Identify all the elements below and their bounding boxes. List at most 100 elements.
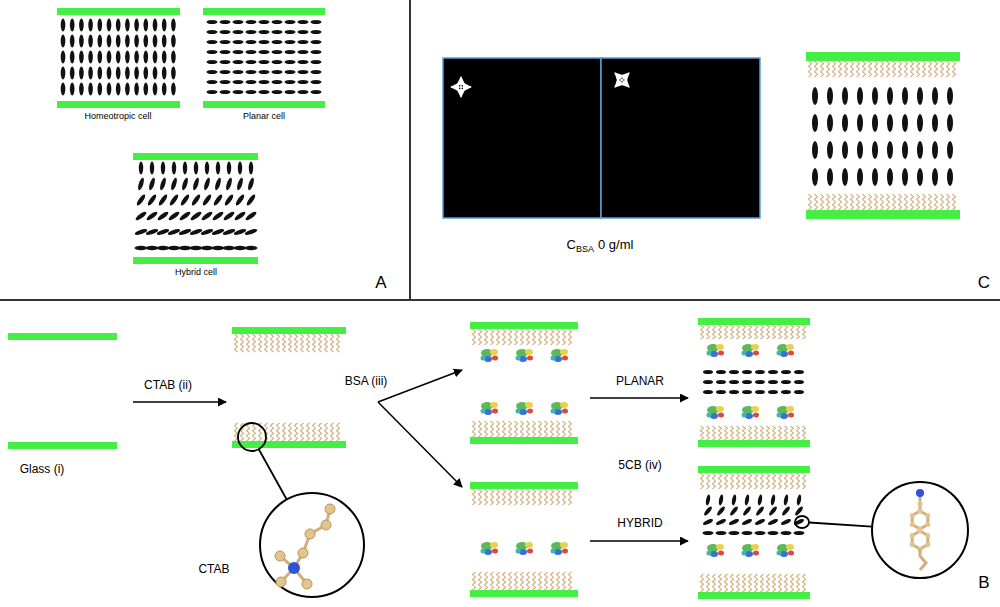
panel-divider [409, 0, 411, 300]
ctab-chain [791, 574, 794, 592]
lc-molecule [755, 380, 765, 384]
ctab-chain [557, 329, 560, 345]
lc-molecule [61, 35, 66, 48]
ctab-chain [839, 194, 842, 210]
lc-molecule [233, 70, 244, 74]
alkyl-tail [920, 549, 926, 570]
ctab-chain [875, 61, 878, 77]
ctab-chain [539, 421, 542, 437]
ctab-chain [869, 194, 872, 210]
ctab-chain [719, 325, 722, 339]
protein-domain [751, 344, 759, 350]
ctab-chain [737, 426, 740, 440]
protein-domain [718, 551, 724, 556]
protein-domain [786, 544, 794, 550]
ctab-chain [797, 325, 800, 339]
ctab-chain [485, 329, 488, 345]
lc-molecule [79, 83, 84, 96]
ctab-chain [533, 489, 536, 505]
lc-molecule [134, 67, 139, 80]
lc-molecule [902, 168, 908, 186]
ctab-zoom [238, 423, 364, 597]
bsa-protein [481, 402, 499, 415]
ctab-chain [515, 421, 518, 437]
ctab-chain [923, 194, 926, 210]
panel-divider [0, 299, 1000, 301]
ctab-chain [797, 574, 800, 592]
concentration-label: C [567, 238, 576, 253]
ctab-chain [917, 61, 920, 77]
glass-plate [203, 101, 325, 108]
protein-domain [718, 351, 724, 356]
ctab-chain [713, 574, 716, 592]
ctab-chain [701, 574, 704, 592]
ctab-chain [917, 194, 920, 210]
lc-molecule [794, 506, 804, 517]
lc-molecule [107, 51, 112, 64]
lc-molecule [947, 168, 953, 186]
lc-molecule [932, 87, 938, 105]
ctab-chain [791, 325, 794, 339]
bsa-protein [742, 544, 760, 557]
ctab-chain [809, 61, 812, 77]
lc-molecule [244, 210, 257, 221]
lc-molecule [742, 506, 752, 517]
step-label: BSA (iii) [345, 375, 388, 389]
lc-molecule [872, 87, 878, 105]
ctab-chain [773, 325, 776, 339]
ctab-chain [737, 473, 740, 489]
ctab-chain [779, 426, 782, 440]
protein-domain [551, 356, 556, 361]
ctab-chain [701, 473, 704, 489]
lc-molecule [162, 19, 167, 32]
bsa-protein [516, 542, 534, 555]
protein-domain [490, 349, 498, 355]
lc-molecule [207, 50, 218, 54]
ctab-chain [725, 473, 728, 489]
lc-molecule [61, 51, 66, 64]
panel-letter: C [978, 273, 990, 293]
lc-molecule [794, 531, 805, 535]
lc-molecule [887, 114, 893, 132]
lc-molecule [247, 177, 255, 191]
carbon-atom [276, 577, 286, 587]
bsa-planar-stage [470, 322, 578, 444]
ctab-chain [539, 489, 542, 505]
ctab-chain [881, 61, 884, 77]
benzene-ring [912, 511, 928, 529]
carbon-atom [910, 533, 915, 538]
protein-domain [753, 351, 759, 356]
glass-plate [57, 101, 180, 108]
lc-molecule [150, 162, 154, 175]
lc-molecule [311, 90, 322, 94]
ctab-chain [539, 329, 542, 345]
lc-molecule [812, 114, 818, 132]
lc-molecule [98, 51, 103, 64]
ctab-chain [725, 325, 728, 339]
ctab-chain [767, 574, 770, 592]
glass-plate [232, 441, 346, 448]
glass-plate [698, 466, 810, 473]
carbon-atom [910, 513, 915, 518]
lc-molecule [227, 162, 231, 175]
ctab-chain [307, 334, 310, 352]
5cb-zoom [872, 482, 968, 578]
protein-domain [560, 542, 568, 548]
glass-plate [698, 440, 810, 447]
lc-molecule [171, 35, 176, 48]
lc-molecule [755, 531, 766, 535]
lc-molecule [245, 193, 256, 206]
ctab-chain [797, 426, 800, 440]
ctab-chain [773, 574, 776, 592]
lc-molecule [812, 141, 818, 159]
lc-molecule [116, 51, 121, 64]
ctab-chain [563, 329, 566, 345]
ctab-chain [277, 423, 280, 441]
lc-molecule [216, 162, 220, 175]
ctab-chain [515, 572, 518, 590]
ctab-chain [545, 421, 548, 437]
ctab-chain [755, 473, 758, 489]
lc-molecule [168, 193, 179, 206]
lc-molecule [162, 67, 167, 80]
